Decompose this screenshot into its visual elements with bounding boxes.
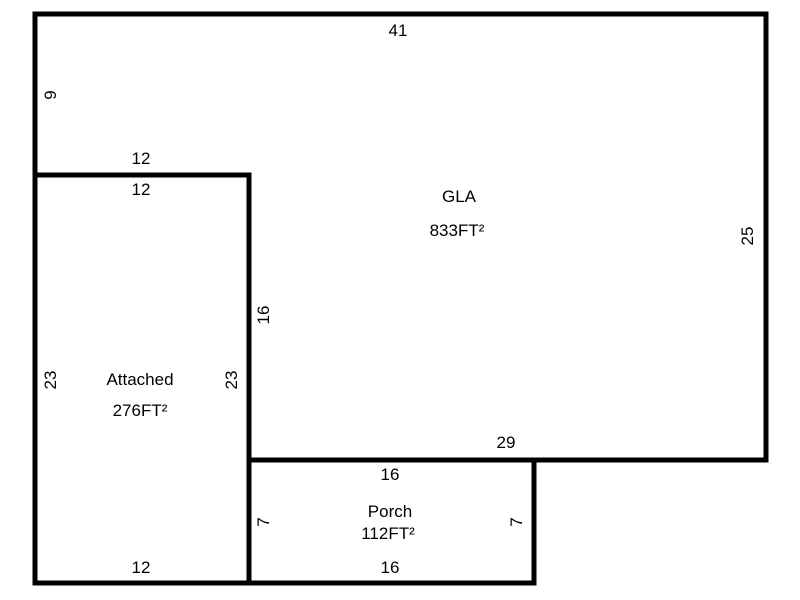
- dim-porch-bottom: 16: [381, 558, 400, 577]
- dim-attached-bottom: 12: [132, 558, 151, 577]
- dim-gla-left: 9: [41, 90, 60, 99]
- dim-porch-right: 7: [507, 517, 526, 526]
- dim-attached-left: 23: [41, 371, 60, 390]
- dim-attached-right: 23: [222, 371, 241, 390]
- dim-gla-step-top: 12: [132, 149, 151, 168]
- gla-label: GLA: [442, 187, 477, 206]
- dim-porch-top: 16: [381, 465, 400, 484]
- dim-gla-inner-left: 16: [254, 306, 273, 325]
- attached-outline: [32, 172, 252, 586]
- gla-outline: [32, 11, 769, 463]
- porch-outline: [246, 457, 537, 586]
- dim-gla-right: 25: [738, 227, 757, 246]
- porch-area: 112FT²: [361, 524, 415, 543]
- dim-gla-top: 41: [389, 21, 408, 40]
- porch-label: Porch: [368, 502, 412, 521]
- gla-area: 833FT²: [430, 221, 485, 240]
- dim-gla-bottom: 29: [497, 433, 516, 452]
- dim-attached-top: 12: [132, 180, 151, 199]
- attached-area: 276FT²: [113, 401, 168, 420]
- dim-porch-left: 7: [254, 517, 273, 526]
- attached-label: Attached: [106, 370, 173, 389]
